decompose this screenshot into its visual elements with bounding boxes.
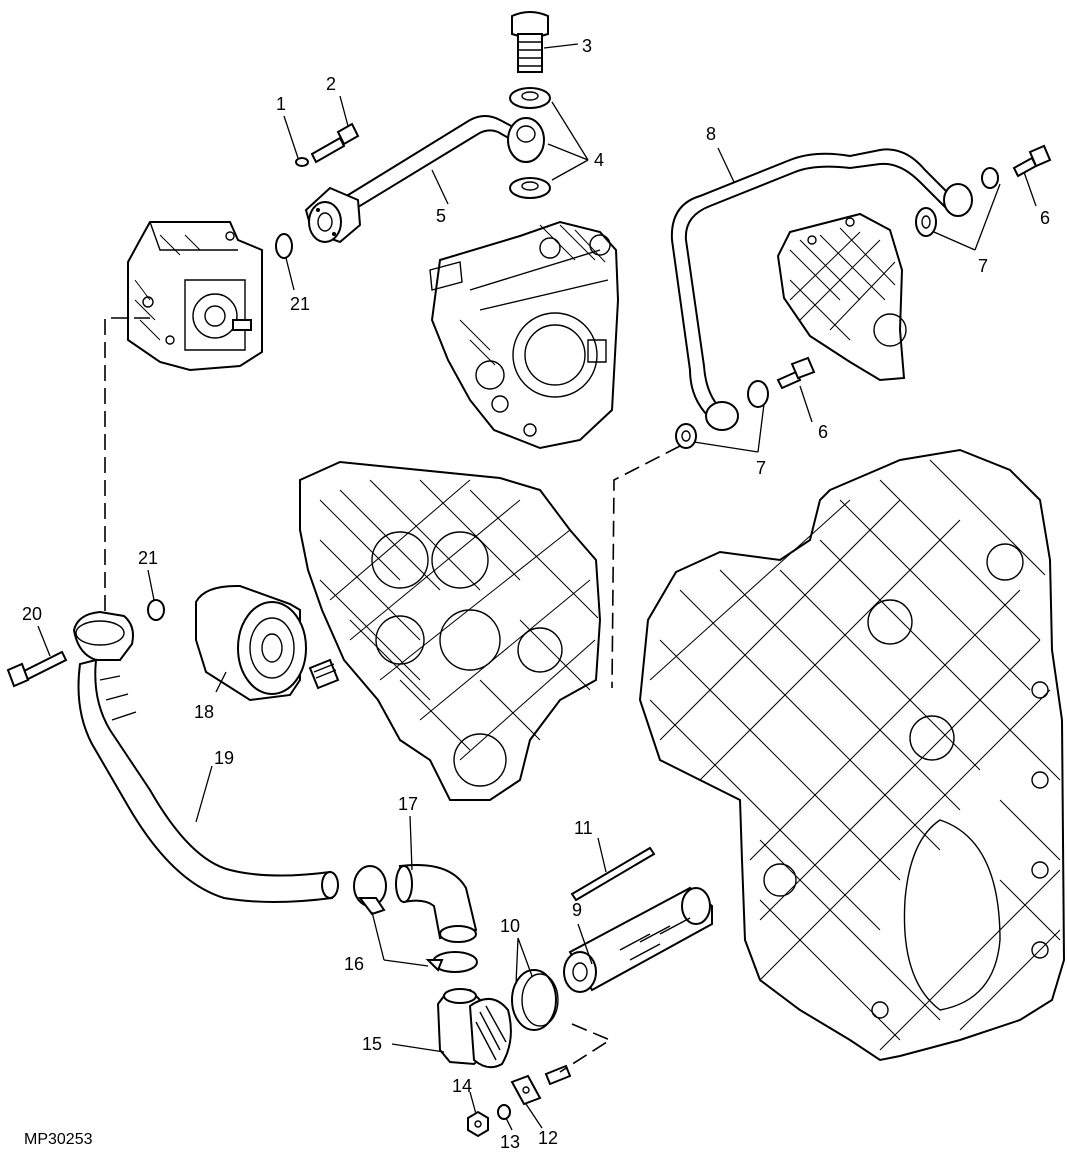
callout-2: 2 [326,74,336,94]
fitting-spring [308,658,340,690]
callout-labels: 1 2 3 4 5 6 6 7 7 8 9 10 11 12 13 14 15 … [22,36,1050,1152]
nut-14 [467,1110,489,1138]
callout-16: 16 [344,954,364,974]
callout-3: 3 [582,36,592,56]
washer-1 [295,157,309,167]
callout-7-upper: 7 [978,256,988,276]
callout-14: 14 [452,1076,472,1096]
suction-hose-19 [77,658,339,903]
hydraulic-pump [127,221,263,372]
pressure-tube-5 [304,115,517,244]
callout-13: 13 [500,1132,520,1152]
callout-19: 19 [214,748,234,768]
elbow-fitting [72,610,134,661]
bolt-20 [6,650,68,688]
washers-7 [675,167,999,449]
figure-reference-code: MP30253 [24,1131,93,1148]
callout-18: 18 [194,702,214,722]
callout-8: 8 [706,124,716,144]
callout-6-lower: 6 [818,422,828,442]
banjo-bolt-3 [511,11,549,73]
callout-21-upper: 21 [290,294,310,314]
plate-12 [510,1074,542,1106]
transmission-case [638,448,1066,1062]
callout-5: 5 [436,206,446,226]
callout-17: 17 [398,794,418,814]
clamp-16-upper [353,865,387,916]
pump-to-elbow-dashline [104,317,150,620]
washers-4 [507,87,551,199]
o-ring-21-lower [147,599,165,621]
bolts-6 [776,144,1052,390]
callout-10: 10 [500,916,520,936]
callout-4: 4 [594,150,604,170]
center-housing [299,460,602,801]
callout-6-upper: 6 [1040,208,1050,228]
callout-1: 1 [276,94,286,114]
elbow-hose-17 [395,864,478,943]
o-ring-21-upper [275,233,293,259]
filter-element-18 [195,584,307,702]
callout-12: 12 [538,1128,558,1148]
clamp-16-lower [425,951,478,973]
washer-13 [497,1104,511,1120]
callout-21-lower: 21 [138,548,158,568]
pump-body-15 [436,988,512,1069]
seal-10 [511,969,559,1031]
return-tube-8 [670,148,973,431]
cover-plate [776,212,907,382]
callout-11: 11 [574,818,593,838]
leader-lines [37,43,1037,1131]
callout-7-lower: 7 [756,458,766,478]
pin-11 [570,846,656,902]
callout-9: 9 [572,900,582,920]
bolt-2 [310,122,360,164]
tube-to-case-dashline [611,445,681,689]
suction-screen-9 [563,886,713,993]
callout-15: 15 [362,1034,382,1054]
callout-20: 20 [22,604,42,624]
valve-housing [429,220,620,450]
spring-fitting [544,1064,572,1086]
screen-dashline [559,1023,612,1073]
